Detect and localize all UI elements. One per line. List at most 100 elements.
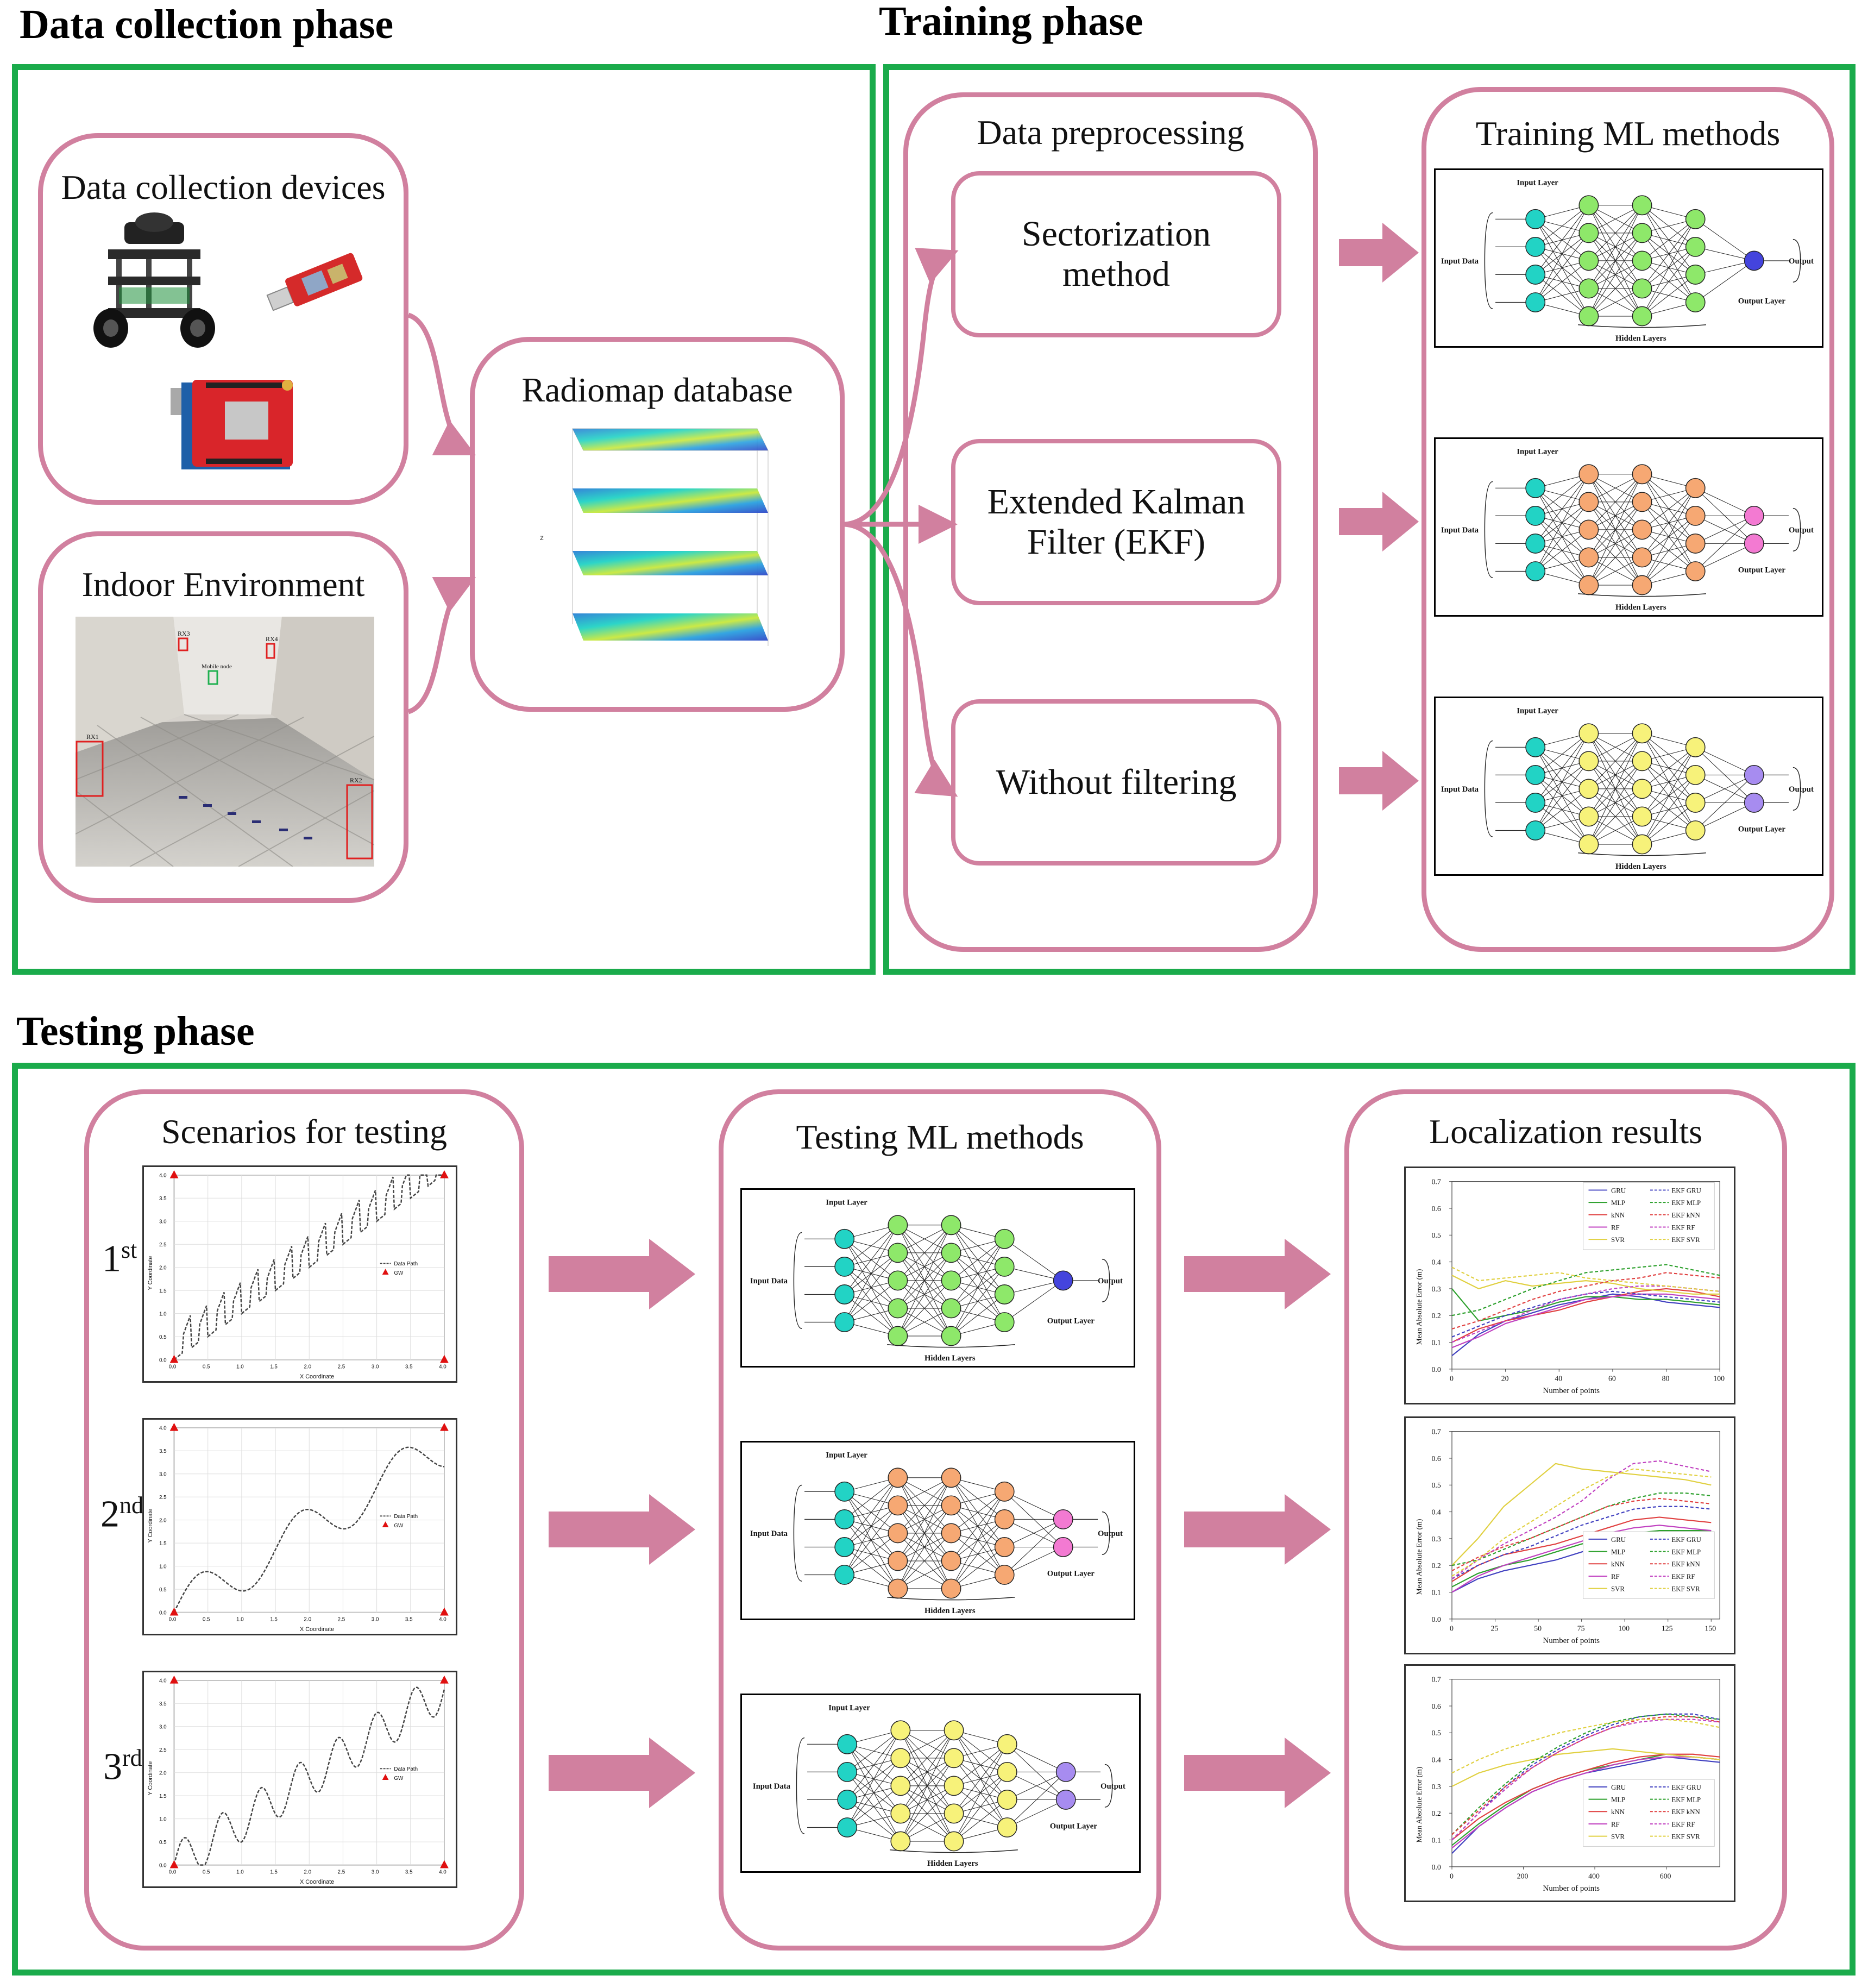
scenario-x-tick: 4.0 (439, 1364, 446, 1370)
scenario-y-tick: 1.5 (159, 1541, 167, 1547)
nn-label-output: Output (1789, 257, 1814, 266)
results-legend-ekf-svr: EKF SVR (1671, 1585, 1700, 1593)
series-line-svr (1451, 1463, 1712, 1566)
results-legend-knn: kNN (1611, 1212, 1625, 1219)
scenario-x-tick: 0.0 (169, 1364, 177, 1370)
scenario-x-tick: 2.0 (304, 1869, 311, 1875)
nn-node (997, 1734, 1017, 1754)
nn-node (1578, 278, 1599, 299)
indoor-label-rx4: RX4 (266, 635, 278, 643)
nn-node (944, 1720, 964, 1741)
scenario-x-tick: 4.0 (439, 1616, 446, 1622)
scenario-y-tick: 1.0 (159, 1564, 167, 1570)
nn-node (837, 1790, 858, 1810)
nn-label-hidden-layers: Hidden Layers (1615, 862, 1666, 871)
results-x-tick: 25 (1491, 1625, 1499, 1633)
gateway-marker (440, 1607, 449, 1616)
nn-node (1578, 464, 1599, 485)
nn-node (1685, 478, 1706, 498)
nn-label-input-data: Input Data (1441, 785, 1479, 794)
step-without-filtering-label: Without filtering (996, 762, 1237, 802)
series-line-ekf-gru (1451, 1506, 1712, 1579)
series-line-ekf-svr (1451, 1719, 1720, 1774)
nn-node (834, 1509, 855, 1529)
results-legend-knn: kNN (1611, 1808, 1625, 1816)
nn-node (1744, 250, 1764, 271)
results-x-tick: 150 (1705, 1625, 1716, 1633)
scenario-x-tick: 1.5 (270, 1364, 278, 1370)
nn-node (941, 1578, 961, 1599)
nn-label-hidden-layers: Hidden Layers (924, 1607, 976, 1615)
nn-node (1744, 505, 1764, 526)
results-legend-mlp: MLP (1611, 1199, 1625, 1207)
results-y-tick: 0.7 (1432, 1676, 1441, 1684)
results-legend-svr: SVR (1611, 1833, 1625, 1841)
nn-node (1685, 793, 1706, 813)
results-y-tick: 0.7 (1432, 1178, 1441, 1186)
nn-node (994, 1228, 1015, 1249)
gateway-marker (440, 1354, 449, 1363)
nn-node (944, 1748, 964, 1768)
nn-node (941, 1243, 961, 1263)
results-y-tick: 0.1 (1432, 1588, 1441, 1596)
gateway-marker (169, 1170, 179, 1178)
nn-node (944, 1776, 964, 1796)
series-line-ekf-mlp (1451, 1492, 1712, 1566)
nn-label-output-layer: Output Layer (1050, 1822, 1098, 1830)
results-legend-knn: kNN (1611, 1560, 1625, 1568)
scenario-x-tick: 3.0 (372, 1616, 379, 1622)
series-line-ekf-knn (1451, 1497, 1712, 1572)
scenario-y-tick: 2.5 (159, 1242, 167, 1248)
nn-label-hidden-layers: Hidden Layers (1615, 603, 1666, 612)
nn-node (1632, 575, 1652, 595)
nn-node (1685, 737, 1706, 757)
nn-node (1525, 561, 1546, 581)
results-x-tick: 80 (1662, 1375, 1670, 1383)
results-legend-ekf-mlp: EKF MLP (1671, 1796, 1701, 1804)
nn-node (941, 1551, 961, 1571)
results-y-tick: 0.4 (1432, 1756, 1441, 1764)
results-x-tick: 0 (1450, 1872, 1454, 1880)
results-y-tick: 0.6 (1432, 1702, 1441, 1710)
scenario-legend-data-path: Data Path (394, 1514, 418, 1520)
gateway-marker (440, 1860, 449, 1868)
scenario-x-tick: 4.0 (439, 1869, 446, 1875)
training-phase-title: Training phase (879, 0, 1143, 44)
scenario-legend-gw: GW (394, 1776, 404, 1782)
scenario-y-tick: 0.0 (159, 1610, 167, 1616)
results-x-tick: 100 (1618, 1625, 1630, 1633)
nn-label-output-layer: Output Layer (1738, 297, 1786, 305)
nn-label-hidden-layers: Hidden Layers (924, 1354, 976, 1363)
nn-node (1685, 820, 1706, 841)
nn-node (1053, 1270, 1073, 1291)
nn-node (1685, 505, 1706, 526)
results-legend-ekf-rf: EKF RF (1671, 1224, 1695, 1231)
devices-title: Data collection devices (61, 168, 386, 206)
scenario-data-path (173, 1446, 445, 1613)
scenario-x-tick: 0.0 (169, 1616, 177, 1622)
results-legend-ekf-svr: EKF SVR (1671, 1833, 1700, 1841)
nn-node (1578, 492, 1599, 512)
nn-node (941, 1215, 961, 1236)
nn-label-output: Output (1098, 1529, 1123, 1538)
nn-node (1053, 1509, 1073, 1529)
scenario-y-tick: 1.5 (159, 1793, 167, 1799)
nn-node (1525, 478, 1546, 498)
scenario-data-path (173, 1686, 445, 1866)
scenario-x-tick: 1.5 (270, 1869, 278, 1875)
nn-node (944, 1831, 964, 1852)
nn-node (1744, 764, 1764, 785)
nn-node (834, 1284, 855, 1305)
series-line-mlp (1451, 1530, 1712, 1588)
nn-node (1525, 534, 1546, 554)
indoor-environment-box: Indoor Environment (38, 531, 408, 903)
results-y-tick: 0.0 (1432, 1615, 1441, 1623)
scenario-y-tick: 2.0 (159, 1518, 167, 1524)
